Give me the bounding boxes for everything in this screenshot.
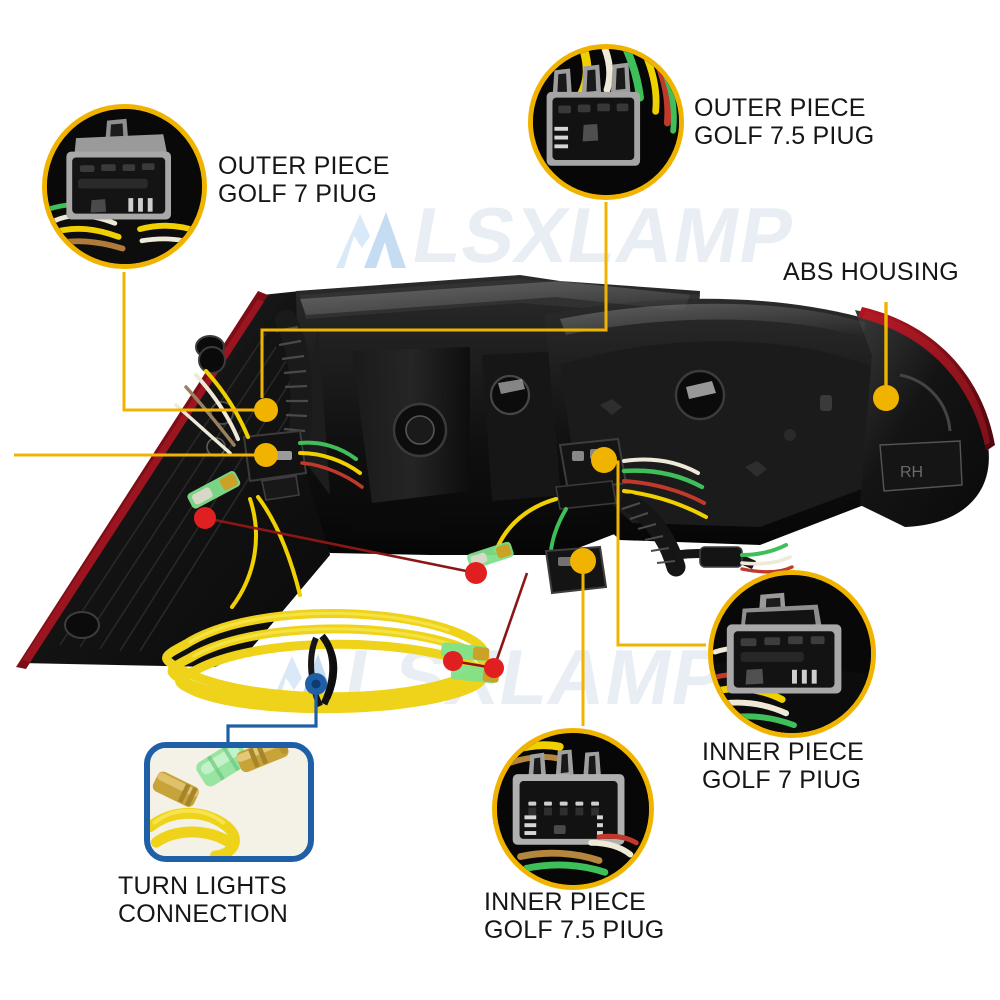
callout-inner-piece-golf-75[interactable] [492, 728, 654, 890]
connector-photo-inner-golf-75 [497, 733, 649, 885]
callout-outer-piece-golf-7[interactable] [42, 104, 207, 269]
callout-label-inner-piece-golf-75: INNER PIECE GOLF 7.5 PIUG [484, 888, 665, 944]
connector-photo-outer-golf-75 [533, 49, 679, 195]
callout-label-inner-piece-golf-7: INNER PIECE GOLF 7 PIUG [702, 738, 864, 794]
callout-inner-piece-golf-7[interactable] [708, 570, 876, 738]
turn-signal-wire-coil [162, 609, 500, 714]
connector-photo-outer-golf-7 [47, 109, 202, 264]
callout-outer-piece-golf-75[interactable] [528, 44, 684, 200]
callout-turn-lights-connection[interactable] [144, 742, 314, 862]
callout-label-abs-housing: ABS HOUSING [783, 258, 959, 286]
bullet-connector-photo [150, 748, 308, 856]
callout-label-turn-lights-connection: TURN LIGHTS CONNECTION [118, 872, 289, 928]
svg-text:RH: RH [900, 464, 923, 481]
callout-label-outer-piece-golf-75: OUTER PIECE GOLF 7.5 PIUG [694, 94, 875, 150]
callout-label-outer-piece-golf-7: OUTER PIECE GOLF 7 PIUG [218, 152, 390, 208]
connector-photo-inner-golf-7 [713, 575, 871, 733]
